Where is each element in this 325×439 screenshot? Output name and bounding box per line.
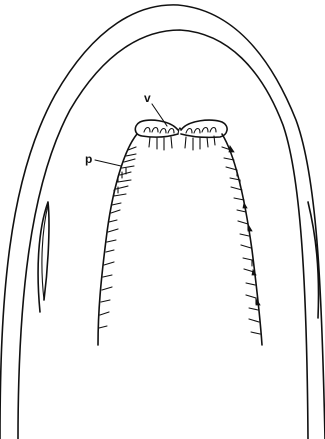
pharynx-left-papillae: [99, 147, 136, 328]
inner-outline: [18, 30, 308, 439]
pharynx-right-wall: [222, 134, 262, 345]
right-side-flap: [308, 202, 319, 318]
velum-center-notch: [178, 128, 181, 134]
label-p-leader: [95, 160, 121, 166]
label-v-leader: [152, 104, 167, 126]
pharynx-right-papillae: [222, 147, 260, 334]
label-p: p: [85, 152, 92, 166]
label-v: v: [144, 91, 151, 105]
velum: [135, 120, 227, 150]
